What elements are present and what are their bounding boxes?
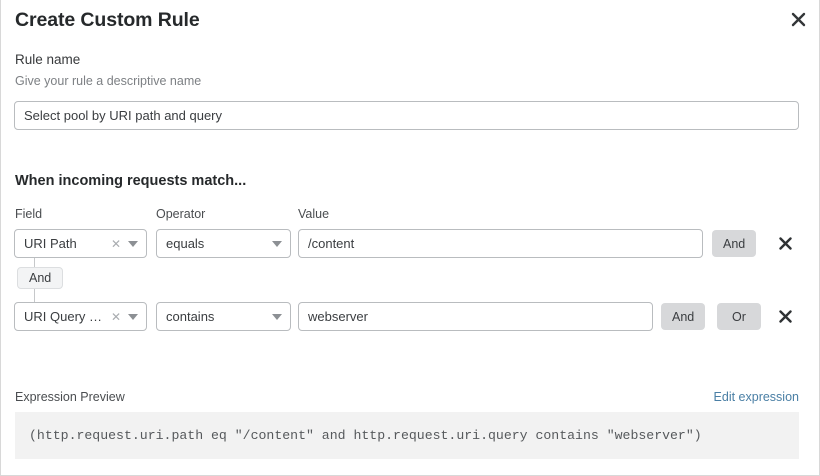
clear-icon[interactable]: ✕ <box>110 309 121 324</box>
value-input[interactable] <box>298 302 653 331</box>
connector-chip[interactable]: And <box>17 267 64 289</box>
close-icon <box>791 12 805 26</box>
clear-icon[interactable]: ✕ <box>110 236 121 251</box>
match-heading: When incoming requests match... <box>15 173 247 189</box>
chevron-down-icon <box>128 240 138 247</box>
and-button[interactable]: And <box>712 230 757 257</box>
expression-preview-box: (http.request.uri.path eq "/content" and… <box>15 412 799 459</box>
and-button[interactable]: And <box>661 303 706 330</box>
column-header-field: Field <box>15 207 43 221</box>
chevron-down-icon <box>272 240 282 247</box>
field-select-value: URI Path <box>24 236 77 251</box>
delete-condition-button[interactable] <box>773 304 797 328</box>
rule-name-input[interactable] <box>14 101 799 130</box>
rule-name-label: Rule name <box>15 52 81 67</box>
operator-select[interactable]: contains <box>156 302 291 331</box>
chevron-down-icon <box>272 313 282 320</box>
edit-expression-link[interactable]: Edit expression <box>713 390 799 404</box>
delete-condition-button[interactable] <box>773 231 797 255</box>
delete-icon <box>778 236 792 250</box>
column-header-operator: Operator <box>156 207 206 221</box>
page-title: Create Custom Rule <box>15 9 200 31</box>
condition-connector: And <box>14 258 134 302</box>
field-select[interactable]: URI Path ✕ <box>14 229 147 258</box>
condition-row: URI Path ✕ equals And <box>1 229 820 258</box>
field-select-value: URI Query St... <box>24 309 107 324</box>
close-button[interactable] <box>786 7 810 31</box>
chevron-down-icon <box>128 313 138 320</box>
rule-name-hint: Give your rule a descriptive name <box>15 74 202 88</box>
operator-select[interactable]: equals <box>156 229 291 258</box>
field-select[interactable]: URI Query St... ✕ <box>14 302 147 331</box>
or-button[interactable]: Or <box>717 303 761 330</box>
expression-preview-label: Expression Preview <box>15 390 125 404</box>
expression-preview-text: (http.request.uri.path eq "/content" and… <box>29 428 702 443</box>
operator-select-value: equals <box>166 236 205 251</box>
column-header-value: Value <box>298 207 330 221</box>
value-input[interactable] <box>298 229 703 258</box>
condition-row: URI Query St... ✕ contains And Or <box>1 302 820 331</box>
operator-select-value: contains <box>166 309 215 324</box>
delete-icon <box>778 309 792 323</box>
